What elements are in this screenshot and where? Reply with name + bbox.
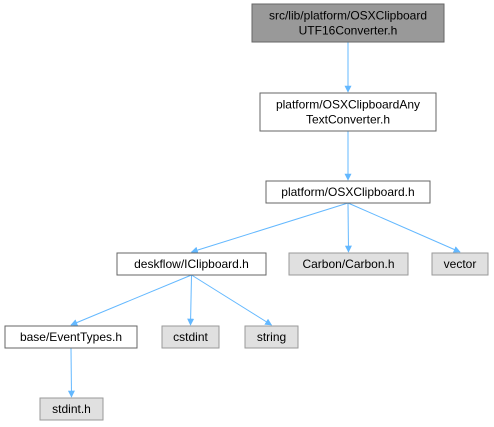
node-label: stdint.h [52, 402, 91, 416]
node-eventtypes[interactable]: base/EventTypes.h [4, 325, 138, 349]
node-label: src/lib/platform/OSXClipboard [269, 9, 427, 23]
node-label: TextConverter.h [306, 113, 390, 127]
node-box [431, 252, 489, 276]
node-iclip[interactable]: deskflow/IClipboard.h [116, 252, 267, 276]
node-vector: vector [431, 252, 489, 276]
node-osxclip[interactable]: platform/OSXClipboard.h [265, 180, 431, 204]
edge-iclip-to-cstdint [187, 274, 195, 326]
edge-iclip-to-string [191, 274, 273, 326]
node-label: base/EventTypes.h [20, 330, 122, 344]
edges [67, 42, 461, 398]
edge-osxclip-to-carbon [344, 202, 352, 253]
edge-iclip-to-eventtypes [70, 274, 192, 326]
node-box [4, 325, 138, 349]
edge-osxclip-to-vector [347, 202, 461, 253]
node-label: Carbon/Carbon.h [302, 257, 394, 271]
node-box [39, 397, 104, 421]
node-box [161, 325, 220, 349]
node-box [288, 252, 409, 276]
node-stdint: stdint.h [39, 397, 104, 421]
node-label: vector [444, 257, 477, 271]
node-label: cstdint [173, 330, 208, 344]
edge-osxclip-to-iclip [190, 202, 349, 254]
nodes: src/lib/platform/OSXClipboardUTF16Conver… [4, 3, 489, 421]
node-label: string [257, 330, 286, 344]
node-box [265, 180, 431, 204]
node-root[interactable]: src/lib/platform/OSXClipboardUTF16Conver… [251, 3, 445, 43]
node-box [259, 92, 437, 132]
node-label: deskflow/IClipboard.h [134, 257, 249, 271]
node-label: platform/OSXClipboardAny [276, 98, 420, 112]
node-label: UTF16Converter.h [299, 24, 398, 38]
node-string: string [244, 325, 299, 349]
node-box [116, 252, 267, 276]
edge-eventtypes-to-stdint [67, 347, 75, 398]
node-box [251, 3, 445, 43]
node-label: platform/OSXClipboard.h [281, 185, 414, 199]
node-carbon: Carbon/Carbon.h [288, 252, 409, 276]
node-box [244, 325, 299, 349]
node-cstdint: cstdint [161, 325, 220, 349]
